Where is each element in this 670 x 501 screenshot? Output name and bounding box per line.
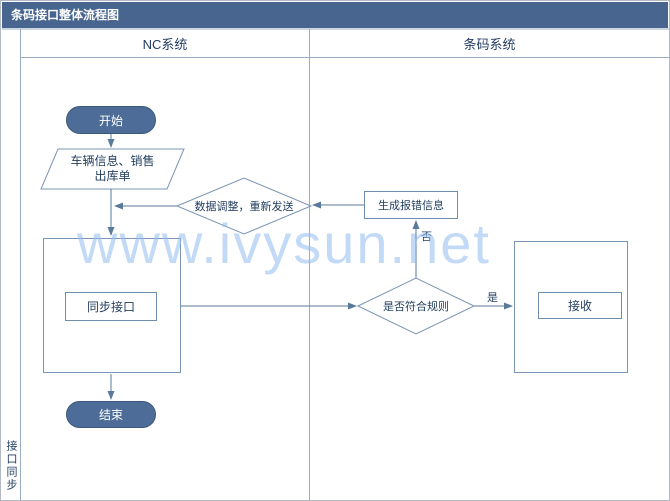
start-node: 开始 (66, 106, 156, 134)
adjust-resend-diamond (175, 177, 313, 235)
lane-header-nc: NC系统 (142, 36, 188, 52)
lane-header-barcode: 条码系统 (463, 36, 516, 52)
input-doc-line2: 出库单 (94, 169, 131, 183)
receive-node: 接收 (538, 292, 622, 319)
sync-interface-node: 同步接口 (65, 292, 157, 321)
edge-label-no: 否 (421, 231, 432, 243)
adjust-resend-text: 数据调整，重新发送 (194, 201, 294, 213)
pool-label: 接口同步 (5, 440, 17, 492)
edge-label-yes: 是 (487, 292, 498, 304)
generate-error-node: 生成报错信息 (364, 191, 458, 219)
diagram-title: 条码接口整体流程图 (2, 2, 668, 28)
input-doc-parallelogram (40, 148, 185, 190)
input-doc-line1: 车辆信息、销售 (70, 154, 155, 168)
input-doc-text: 车辆信息、销售 出库单 (41, 149, 184, 189)
end-node: 结束 (66, 401, 156, 428)
rule-check-text: 是否符合规则 (383, 301, 449, 313)
